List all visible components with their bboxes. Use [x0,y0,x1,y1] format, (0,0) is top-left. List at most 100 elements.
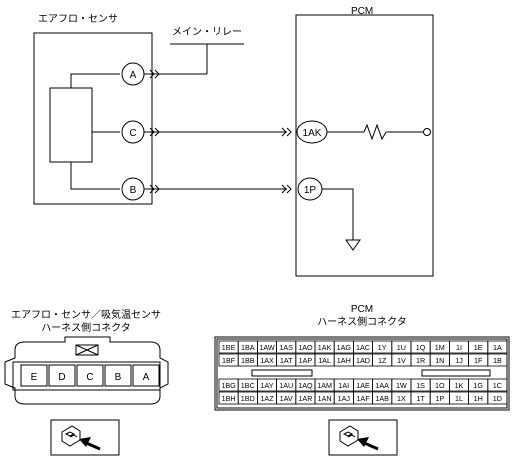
svg-text:C: C [129,128,136,139]
pcm-pin-label: 1BH [222,394,236,403]
pcm-pin-label: 1F [474,356,483,365]
ground-symbol [345,239,361,251]
pcm-pin-label: 1AV [280,394,293,403]
pcm-pin-label: 1AP [299,356,313,365]
sensor-connector-face [4,336,169,405]
sensor-pin-a: A [121,62,145,86]
pcm-pin-label: 1J [455,356,463,365]
pcm-pin-label: 1H [474,394,483,403]
svg-text:1P: 1P [304,185,317,196]
svg-text:1AK: 1AK [303,128,322,139]
pcm-pin-label: 1Z [378,356,387,365]
pcm-pin-cell [487,353,508,367]
pcm-pin-label: 1AL [318,356,331,365]
pcm-pin-label: 1AX [260,356,274,365]
pcm-pin-label: 1M [435,343,445,352]
sensor-connector-pin-e: E [20,364,48,387]
pcm-pin-label: 1O [435,381,445,390]
svg-text:E: E [31,372,38,383]
svg-text:B: B [115,372,122,383]
pcm-box [295,14,434,277]
wire-1p-ground [322,188,354,240]
pcm-pin-label: 1V [397,356,406,365]
pcm-pin-label: 1BD [241,394,255,403]
pcm-pin-label: 1BF [222,356,236,365]
pcm-pin-label: 1BE [222,343,236,352]
pcm-pin-label: 1Q [416,343,426,352]
harness-view-icon [50,419,120,456]
pcm-pin-label: 1AW [259,343,275,352]
svg-text:D: D [58,372,65,383]
pcm-pin-label: 1R [416,356,425,365]
connector-mark-a [149,69,160,79]
pcm-pin-label: 1AT [280,356,293,365]
pcm-pin-label: 1A [493,343,502,352]
pcm-pin-label: 1AY [260,381,273,390]
pcm-pin-label: 1AR [298,394,312,403]
pcm-pin-label: 1X [397,394,406,403]
pcm-pin-label: 1L [455,394,463,403]
airflow-sensor-box [33,32,153,205]
svg-text:B: B [130,185,137,196]
pcm-pin-label: 1N [435,356,444,365]
pcm-pin-label: 1AK [318,343,332,352]
pcm-connector-key-right [421,369,491,377]
pcm-pin-label: 1D [493,394,502,403]
pcm-pin-label: 1K [455,381,464,390]
pcm-pin-label: 1AU [279,381,293,390]
harness-view-icon [328,419,398,456]
pcm-pin-label: 1AZ [260,394,274,403]
pcm-pin-cell [487,391,508,405]
pcm-pin-label: 1B [493,356,502,365]
wire-element-b [70,162,120,190]
pcm-pin-label: 1AH [337,356,351,365]
airflow-sensor-label: エアフロ・センサ [38,13,118,25]
connector-mark-b-sensor [149,184,160,194]
sensor-connector-pin-c: C [76,364,104,387]
connector-mark-c-sensor [149,127,160,137]
pcm-pin-label: 1AI [338,381,349,390]
main-relay-label: メイン・リレー [172,27,242,38]
pcm-pin-label: 1U [397,343,406,352]
pcm-pin-label: 1AQ [298,381,313,390]
pcm-connector-title-2: ハーネス側コネクタ [317,315,407,328]
sensor-connector-pin-b: B [104,364,132,387]
pcm-connector-outline [214,336,510,411]
pcm-pin-label: 1BB [241,356,255,365]
pcm-pin-label: 1AG [337,343,352,352]
pcm-pin-1p: 1P [297,177,323,201]
pcm-pin-label: 1W [396,381,407,390]
pcm-connector-inner [216,338,508,409]
pcm-pin-label: 1P [435,394,444,403]
sensor-connector-pin-a: A [132,364,160,387]
pcm-pin-label: 1BC [241,381,255,390]
pcm-pin-1ak: 1AK [296,120,328,144]
pcm-pin-label: 1AA [375,381,389,390]
pcm-pin-label: 1AE [356,381,370,390]
connector-mark-b-pcm [281,184,292,194]
pcm-pin-label: 1E [474,343,483,352]
pcm-pin-label: 1AM [317,381,332,390]
pcm-pin-cell [487,340,508,354]
pcm-pin-label: 1C [493,381,502,390]
pcm-connector-key-left [251,369,313,377]
pcm-connector-title-1: PCM [351,304,373,315]
resistor-symbol [363,123,387,141]
pcm-pin-label: 1G [473,381,483,390]
pcm-pin-label: 1Y [378,343,387,352]
pcm-pin-label: 1AB [375,394,389,403]
pcm-pin-label: 1BG [221,381,236,390]
sensor-connector-pin-d: D [48,364,76,387]
wire-element-a [70,73,120,88]
pcm-pin-label: 1I [456,343,462,352]
terminal-node [423,128,431,136]
sensor-pin-b: B [121,177,145,201]
pcm-pin-label: 1AS [279,343,293,352]
pcm-pin-label: 1AC [356,343,370,352]
sensor-connector-title-2: ハーネス側コネクタ [41,321,131,334]
pcm-pin-cell [487,378,508,392]
pcm-pin-label: 1S [416,381,425,390]
pcm-pin-label: 1AJ [338,394,351,403]
